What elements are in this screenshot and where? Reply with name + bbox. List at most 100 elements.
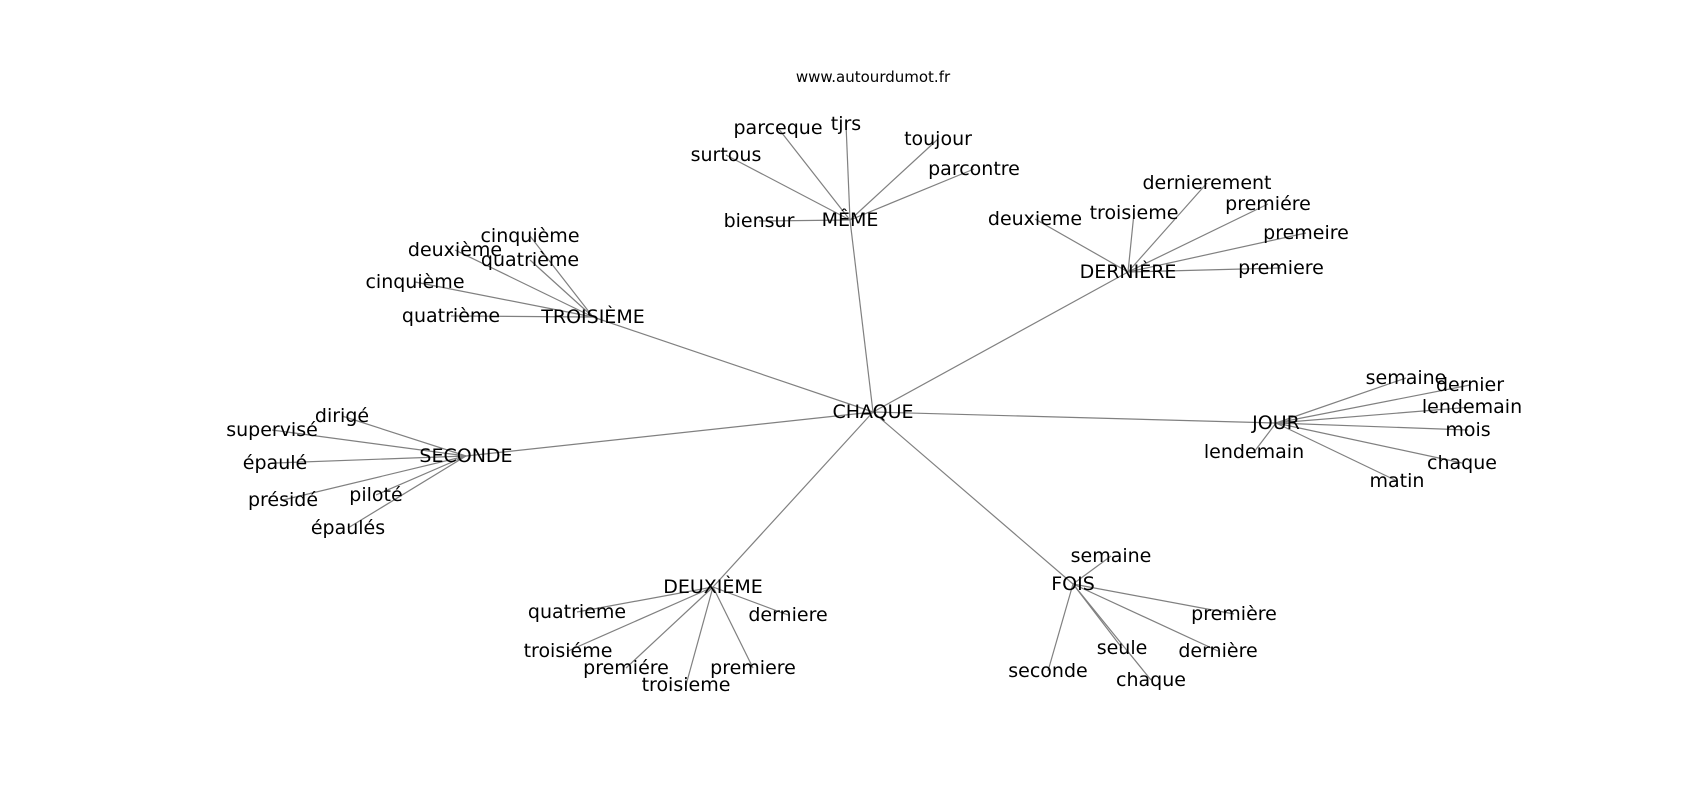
edge-hub-leaf	[725, 154, 851, 221]
leaf-node-label: quatrieme	[528, 601, 626, 623]
edge-hub-leaf	[1072, 555, 1112, 585]
edge-hub-leaf	[1072, 583, 1235, 615]
edge-hub-leaf	[1127, 182, 1208, 273]
edge-center-hub	[872, 411, 1277, 424]
leaf-node-label: deuxième	[408, 239, 502, 261]
edge-hub-leaf	[1072, 583, 1152, 681]
leaf-node-label: seule	[1097, 637, 1148, 659]
edge-hub-leaf	[1275, 422, 1469, 431]
edge-hub-leaf	[529, 235, 594, 318]
edge-hub-leaf	[271, 429, 467, 457]
edge-hub-leaf	[1275, 406, 1473, 424]
edge-hub-leaf	[576, 586, 714, 613]
hub-node-label: MÊME	[822, 208, 879, 231]
hub-node-label: FOIS	[1051, 573, 1095, 595]
edge-hub-leaf	[849, 138, 939, 221]
leaf-node-label: quatrième	[402, 305, 500, 327]
leaf-node-label: présidé	[248, 489, 318, 511]
leaf-node-label: quatrième	[481, 249, 579, 271]
leaf-node-label: première	[1191, 603, 1277, 625]
leaf-node-label: lendemain	[1422, 396, 1522, 418]
edge-hub-leaf	[1275, 384, 1471, 424]
leaf-node-label: dernière	[1178, 640, 1257, 662]
leaf-node-label: parcontre	[928, 158, 1020, 180]
edge-hub-leaf	[274, 455, 467, 464]
leaf-node-label: matin	[1370, 470, 1425, 492]
edge-hub-leaf	[1275, 422, 1398, 482]
leaf-node-label: troisieme	[1090, 202, 1179, 224]
edge-center-hub	[712, 411, 874, 588]
edge-hub-leaf	[1275, 422, 1463, 464]
edge-hub-leaf	[712, 586, 754, 669]
hub-node-label: SECONDE	[419, 445, 512, 467]
leaf-node-label: parceque	[733, 117, 822, 139]
leaf-node-label: tjrs	[831, 113, 861, 135]
leaf-node-label: premiére	[583, 657, 669, 679]
edge-hub-leaf	[414, 281, 594, 318]
edge-hub-leaf	[282, 455, 467, 501]
edge-hub-leaf	[758, 219, 851, 222]
leaf-node-label: chaque	[1427, 452, 1497, 474]
edge-center-hub	[849, 219, 874, 413]
leaf-node-label: premeire	[1263, 222, 1349, 244]
leaf-node-label: dirigé	[315, 405, 369, 427]
edge-hub-leaf	[567, 586, 714, 652]
hub-node-label: TROISIÈME	[540, 305, 644, 328]
edge-hub-leaf	[1072, 583, 1219, 652]
leaf-node-label: premiere	[1238, 257, 1324, 279]
edge-hub-leaf	[1047, 583, 1074, 672]
leaf-node-label: seconde	[1008, 660, 1087, 682]
leaf-node-label: dernierement	[1142, 172, 1271, 194]
watermark: www.autourdumot.fr	[796, 68, 951, 86]
leaf-node-label: mois	[1445, 419, 1490, 441]
leaf-node-label: premiere	[710, 657, 796, 679]
edge-hub-leaf	[1127, 232, 1307, 273]
hub-node-label: DERNIÈRE	[1080, 260, 1177, 283]
edge-hub-leaf	[375, 455, 467, 496]
leaf-node-label: épaulé	[243, 452, 307, 474]
edge-hub-leaf	[685, 586, 714, 686]
edge-center-hub	[465, 411, 874, 457]
edge-hub-leaf	[1034, 218, 1129, 273]
leaf-node-label: épaulés	[311, 517, 385, 539]
leaf-node-label: supervisé	[226, 419, 318, 441]
edge-hub-leaf	[450, 315, 594, 318]
leaf-node-label: piloté	[349, 484, 402, 506]
edge-hub-leaf	[849, 168, 975, 221]
edge-hub-leaf	[529, 259, 594, 318]
leaf-node-label: chaque	[1116, 669, 1186, 691]
leaf-node-label: semaine	[1366, 367, 1447, 389]
edge-hub-leaf	[1127, 212, 1135, 273]
edge-center-hub	[592, 316, 874, 413]
edge-hub-leaf	[625, 586, 714, 669]
edge-center-hub	[872, 271, 1129, 413]
graph-edges	[271, 123, 1473, 686]
leaf-node-label: premiére	[1225, 193, 1311, 215]
edge-hub-leaf	[1275, 377, 1407, 424]
hub-node-label: DEUXIÈME	[663, 575, 763, 598]
edge-hub-leaf	[454, 249, 594, 318]
edge-hub-leaf	[1253, 422, 1277, 453]
edge-center-hub	[872, 411, 1074, 585]
edge-hub-leaf	[777, 127, 851, 221]
leaf-node-label: lendemain	[1204, 441, 1304, 463]
leaf-node-label: cinquième	[365, 271, 464, 293]
edge-hub-leaf	[1127, 203, 1269, 273]
leaf-node-label: deuxieme	[988, 208, 1082, 230]
leaf-node-label: dernier	[1436, 374, 1504, 396]
leaf-node-label: derniere	[748, 604, 827, 626]
edge-hub-leaf	[1127, 267, 1282, 273]
edge-hub-leaf	[347, 455, 467, 529]
edge-hub-leaf	[845, 123, 851, 221]
leaf-node-label: biensur	[724, 210, 795, 232]
center-node-label: CHAQUE	[832, 401, 913, 423]
edge-hub-leaf	[341, 415, 467, 457]
leaf-node-label: cinquième	[480, 225, 579, 247]
leaf-node-label: semaine	[1071, 545, 1152, 567]
edge-hub-leaf	[712, 586, 789, 616]
hub-node-label: JOUR	[1251, 412, 1300, 434]
leaf-node-label: toujour	[904, 128, 972, 150]
leaf-node-label: troisiéme	[524, 640, 613, 662]
